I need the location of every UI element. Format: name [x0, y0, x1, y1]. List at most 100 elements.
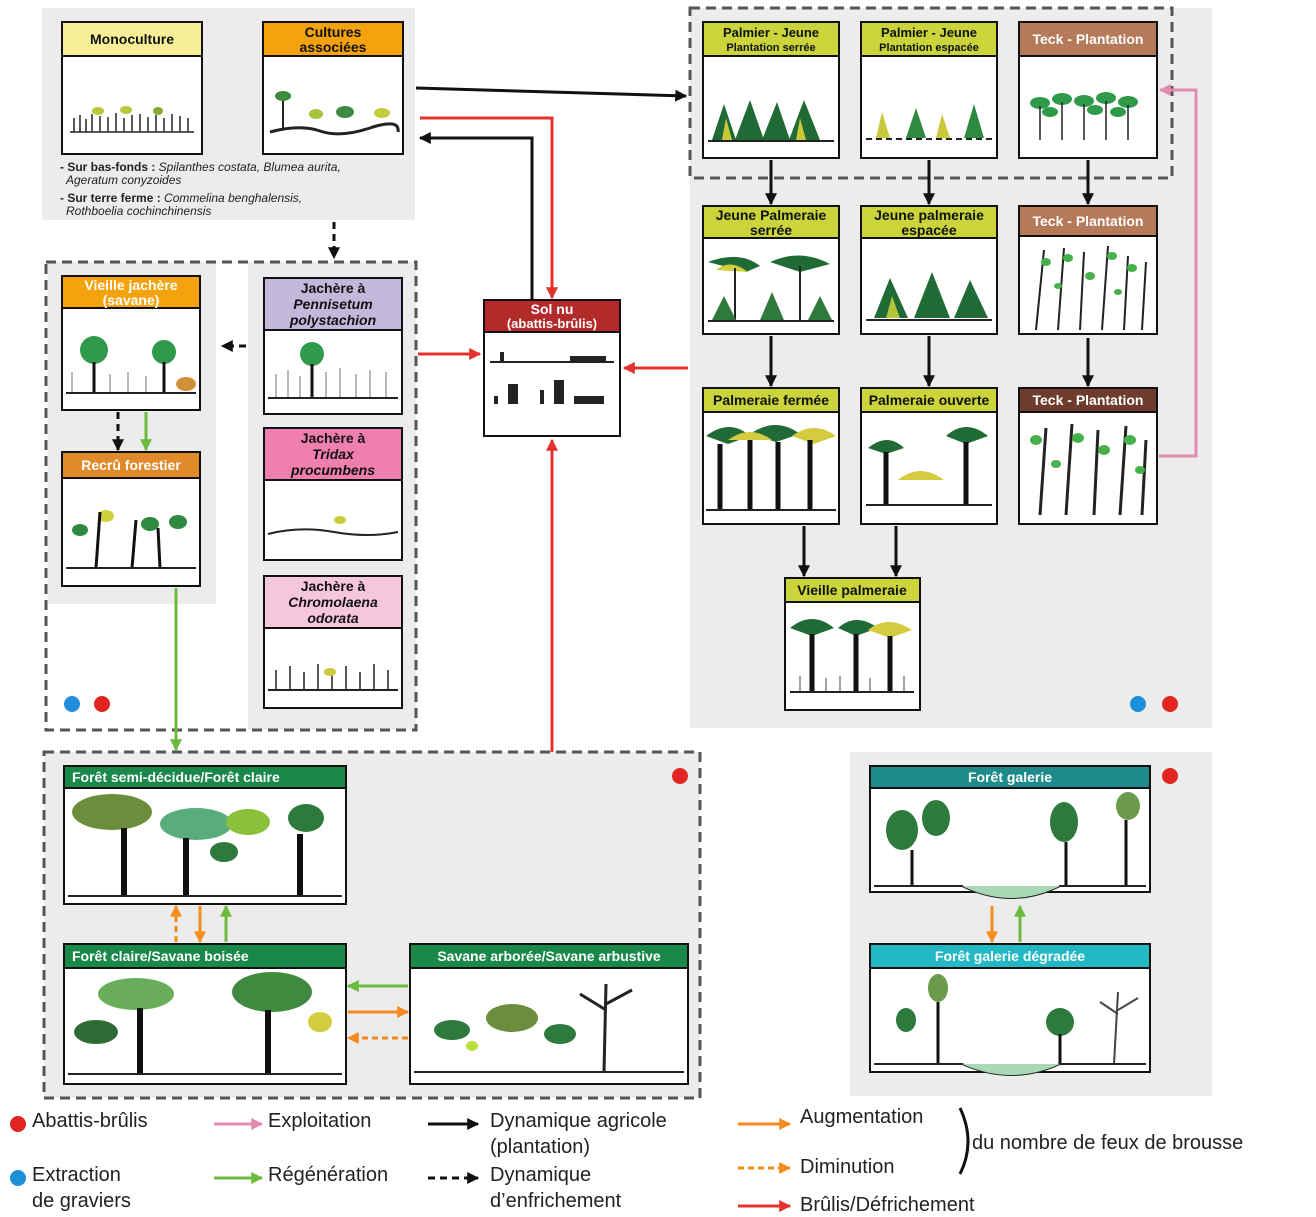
box-title-line: espacée	[901, 222, 956, 238]
notes-cultures: - Sur bas-fonds : Spilanthes costata, Bl…	[60, 160, 341, 218]
scene-recru-forestier	[61, 475, 201, 587]
box-title-line: serrée	[750, 222, 792, 238]
scene-foret-claire-savane	[63, 965, 347, 1085]
box-title-line: odorata	[307, 610, 359, 626]
box-jachere-tridax: Jachère à Tridax procumbens	[263, 427, 403, 481]
group-outline-forets	[42, 750, 702, 1100]
scene-cultures-associees	[262, 55, 404, 155]
note-bas-fonds-species: Ageratum conyzoides	[65, 173, 181, 187]
note-terre-ferme-species: Commelina benghalensis,	[164, 191, 302, 205]
box-title-line: Pennisetum	[293, 296, 372, 312]
box-foret-semi-decidue: Forêt semi-décidue/Forêt claire	[63, 765, 347, 789]
box-cultures-associees: Cultures associées	[262, 21, 404, 57]
box-palmier-serre: Palmier - Jeune Plantation serrée	[702, 21, 840, 57]
box-vieille-jachere: Vieille jachère (savane)	[61, 275, 201, 309]
box-title-line: Jeune Palmeraie	[716, 207, 827, 223]
scene-palmeraie-fermee	[702, 409, 840, 525]
arrow-cultures-to-sol	[420, 116, 558, 300]
svg-text:- Sur bas-fonds : Spilanthes c: - Sur bas-fonds : Spilanthes costata, Bl…	[60, 160, 341, 174]
box-palmeraie-ouverte: Palmeraie ouverte	[860, 387, 998, 413]
group-outline-jacheres	[44, 260, 418, 732]
legend	[10, 1107, 970, 1212]
box-palmeraie-fermee: Palmeraie fermée	[702, 387, 840, 413]
dot-abattis	[672, 768, 688, 784]
box-title-line: Palmier - Jeune	[723, 25, 819, 40]
box-jeune-palmeraie-espacee: Jeune palmeraie espacée	[860, 205, 998, 239]
scene-palmeraie-ouverte	[860, 409, 998, 525]
box-title: Forêt semi-décidue/Forêt claire	[72, 769, 280, 785]
box-title-line: Jachère à	[301, 430, 366, 446]
legend-regeneration-label: Régénération	[268, 1164, 389, 1186]
legend-dot-abattis	[10, 1116, 26, 1132]
box-title: Forêt galerie dégradée	[935, 948, 1085, 964]
scene-jeune-palmeraie-serree	[702, 235, 840, 335]
box-title-line: Jachère à	[301, 578, 366, 594]
arrows-brulis	[418, 116, 688, 752]
arrows-regeneration	[140, 412, 1026, 992]
box-title: Savane arborée/Savane arbustive	[437, 948, 661, 964]
arrow-exploitation-teck	[1158, 84, 1198, 458]
box-title: Teck - Plantation	[1033, 213, 1144, 229]
dot-abattis	[1162, 696, 1178, 712]
legend-dot-extraction	[10, 1170, 26, 1186]
box-title: Palmeraie ouverte	[869, 392, 990, 408]
box-recru-forestier: Recrû forestier	[61, 451, 201, 479]
dot-extraction	[64, 696, 80, 712]
box-jachere-pennisetum: Jachère à Pennisetum polystachion	[263, 277, 403, 331]
legend-enfrichement-label: Dynamique	[490, 1164, 592, 1186]
box-title-line: Chromolaena	[288, 594, 378, 610]
box-monoculture: Monoculture	[61, 21, 203, 57]
box-title-line: Jachère à	[301, 280, 366, 296]
group-outline-plantations	[688, 6, 1174, 180]
legend-augmentation-label: Augmentation	[800, 1106, 924, 1128]
legend-brace	[958, 1107, 970, 1175]
box-foret-galerie: Forêt galerie	[869, 765, 1151, 789]
box-title: Forêt claire/Savane boisée	[72, 948, 249, 964]
box-title-line: Cultures	[305, 24, 362, 40]
scene-vieille-palmeraie	[784, 599, 921, 711]
box-foret-claire-savane: Forêt claire/Savane boisée	[63, 943, 347, 969]
arrow-cultures-to-plantations	[415, 86, 688, 102]
legend-abattis-label: Abattis-brûlis	[32, 1110, 148, 1132]
legend-agricole-label: (plantation)	[490, 1136, 591, 1158]
box-title: Monoculture	[90, 31, 174, 47]
box-sol-nu: Sol nu (abattis-brûlis)	[483, 299, 621, 333]
note-terre-ferme-label: - Sur terre ferme :	[60, 191, 164, 205]
scene-jeune-palmeraie-espacee	[860, 235, 998, 335]
scene-teck-3	[1018, 409, 1158, 525]
box-title-line: Vieille jachère	[84, 277, 177, 293]
scene-savane-arboree	[409, 965, 689, 1085]
box-foret-galerie-degradee: Forêt galerie dégradée	[869, 943, 1151, 969]
box-title-line: Jeune palmeraie	[874, 207, 984, 223]
box-title: Teck - Plantation	[1033, 31, 1144, 47]
scene-teck-2	[1018, 235, 1158, 335]
legend-enfrichement-label: d’enfrichement	[490, 1190, 622, 1212]
box-title: Recrû forestier	[81, 457, 181, 473]
scene-foret-semi-decidue	[63, 785, 347, 905]
legend-extraction-label: de graviers	[32, 1190, 131, 1212]
scene-palmier-serre	[702, 55, 840, 159]
scene-teck-1	[1018, 55, 1158, 159]
note-terre-ferme-species: Rothboelia cochinchinensis	[66, 204, 211, 218]
box-jachere-chromolaena: Jachère à Chromolaena odorata	[263, 575, 403, 629]
legend-exploitation-label: Exploitation	[268, 1110, 372, 1132]
box-title: Forêt galerie	[968, 769, 1052, 785]
box-title-line: Palmier - Jeune	[881, 25, 977, 40]
note-bas-fonds-label: - Sur bas-fonds :	[60, 160, 159, 174]
box-vieille-palmeraie: Vieille palmeraie	[784, 577, 921, 603]
box-teck-1: Teck - Plantation	[1018, 21, 1158, 57]
box-title-line: procumbens	[290, 462, 375, 478]
scene-palmier-espace	[860, 55, 998, 159]
box-title-line: Plantation espacée	[879, 42, 979, 54]
box-title-line: associées	[300, 39, 367, 55]
box-jeune-palmeraie-serree: Jeune Palmeraie serrée	[702, 205, 840, 239]
scene-vieille-jachere	[61, 305, 201, 411]
legend-brulis-label: Brûlis/Défrichement	[800, 1194, 975, 1216]
box-teck-2: Teck - Plantation	[1018, 205, 1158, 237]
arrow-sol-to-cultures	[418, 132, 534, 300]
arrows-agricole	[112, 86, 1094, 578]
scene-jachere-chromolaena	[263, 625, 403, 709]
box-savane-arboree: Savane arborée/Savane arbustive	[409, 943, 689, 969]
box-title-line: (savane)	[103, 292, 160, 308]
